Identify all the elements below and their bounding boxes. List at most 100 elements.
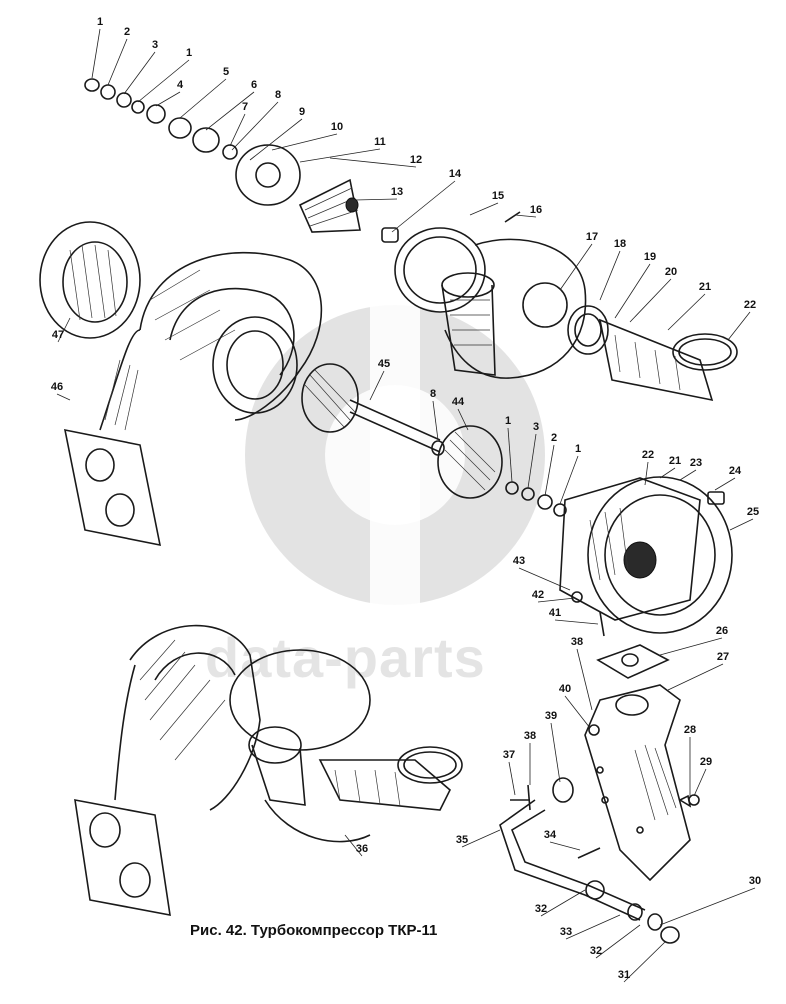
callout-number: 17 [586,231,598,243]
callout-leader [527,433,537,489]
callout-labels: 1231456789101112131415161718192021224746… [51,16,761,981]
callout-number: 15 [492,190,504,202]
callout-leader [432,400,439,441]
callout-leader [540,889,586,917]
callout-leader [57,317,71,343]
callout-number: 9 [299,106,305,118]
callout-leader [457,408,469,431]
watermark-text: data-parts [205,626,486,689]
callout-leader [123,51,156,95]
callout-leader [107,38,128,86]
callout-leader [614,263,651,319]
bearing-housing [559,476,733,637]
callout-number: 38 [524,730,536,742]
callout-number: 22 [642,449,654,461]
callout-leader [595,924,641,959]
callout-leader [56,393,71,401]
callout-leader [550,722,561,783]
small-parts-chain [84,78,399,243]
callout-leaders [56,28,756,983]
callout-leader [554,619,599,625]
callout-number: 4 [177,79,184,91]
callout-number: 40 [559,683,571,695]
callout-leader [659,637,723,656]
callout-leader [469,202,499,216]
callout-leader [205,91,255,131]
callout-leader [727,311,751,341]
callout-number: 25 [747,506,759,518]
callout-leader [461,829,501,848]
callout-number: 34 [544,829,557,841]
callout-number: 2 [124,26,130,38]
callout-number: 37 [503,749,515,761]
callout-leader [518,567,571,591]
callout-number: 32 [590,945,602,957]
oil-drain-pipe [499,777,680,944]
callout-leader [271,133,338,151]
callout-number: 44 [452,396,465,408]
callout-leader [344,834,363,857]
callout-number: 33 [560,926,572,938]
callout-number: 43 [513,555,525,567]
callout-number: 1 [575,443,581,455]
callout-number: 10 [331,121,343,133]
callout-number: 24 [729,465,742,477]
callout-number: 26 [716,625,728,637]
callout-number: 6 [251,79,257,91]
callout-number: 31 [618,969,630,981]
callout-leader [576,648,593,711]
callout-number: 16 [530,204,542,216]
callout-leader [644,461,649,486]
callout-leader [659,467,676,479]
callout-leader [231,101,279,151]
callout-number: 42 [532,589,544,601]
callout-number: 39 [545,710,557,722]
callout-leader [549,841,581,851]
callout-number: 28 [684,724,696,736]
callout-leader [729,518,754,531]
callout-number: 11 [374,136,386,148]
callout-number: 5 [223,66,229,78]
callout-leader [391,180,456,233]
callout-number: 35 [456,834,468,846]
callout-leader [544,444,555,497]
callout-leader [369,370,385,401]
callout-number: 1 [505,415,511,427]
callout-number: 1 [97,16,103,28]
compressor-housing [394,211,738,402]
callout-leader [714,477,736,491]
callout-number: 45 [378,358,390,370]
callout-number: 7 [242,101,248,113]
callout-leader [91,28,101,79]
callout-number: 3 [152,39,158,51]
callout-leader [229,113,246,147]
callout-number: 36 [356,843,368,855]
callout-leader [559,243,593,291]
callout-leader [507,427,513,483]
callout-leader [629,278,672,323]
callout-leader [354,198,398,201]
callout-number: 20 [665,266,677,278]
callout-leader [679,469,697,481]
callout-leader [179,78,227,119]
callout-leader [667,293,706,331]
callout-leader [667,663,724,691]
callout-number: 47 [52,329,64,341]
callout-leader [508,761,516,796]
callout-number: 8 [430,388,436,400]
turbine-shaft [301,363,567,517]
callout-leader [514,214,537,218]
callout-number: 13 [391,186,403,198]
assembled-turbocharger [74,624,463,916]
callout-leader [693,768,707,797]
callout-number: 3 [533,421,539,433]
callout-number: 19 [644,251,656,263]
figure-caption: Рис. 42. Турбокомпрессор ТКР-11 [190,922,438,939]
callout-leader [137,59,190,103]
callout-number: 41 [549,607,561,619]
callout-leader [559,455,579,505]
callout-number: 38 [571,636,583,648]
callout-number: 14 [449,168,462,180]
